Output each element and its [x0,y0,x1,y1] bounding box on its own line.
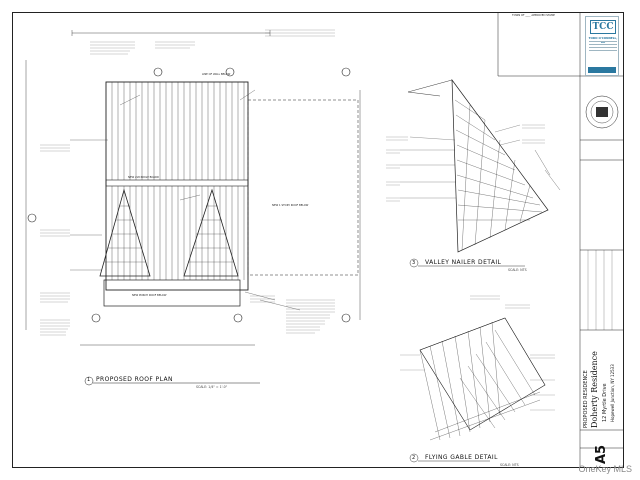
valley-nailer-detail [386,78,561,268]
drawing-sheet [12,12,624,468]
label-1-story-roof: NEW 1 STORY ROOF BELOW [272,204,309,207]
mls-watermark: OneKey MLS [578,464,632,474]
detail-3-scale: SCALE: NTS [508,268,527,272]
firm-logo-mark: TCC [590,20,616,34]
label-porch-roof: NEW PORCH ROOF BELOW [132,294,167,297]
detail-2-title: FLYING GABLE DETAIL [425,454,498,461]
project-town: Hopewell Junction, NY 12533 [610,364,615,422]
project-label: PROPOSED RESIDENCE [583,370,589,428]
sheet-number: A5 [594,444,609,464]
title-block [497,12,624,468]
detail-1-number: 1 [87,377,91,383]
detail-1-tag [84,376,260,386]
detail-1-scale: SCALE: 1/4" = 1'-0" [196,385,228,389]
project-address: 12 Myrtle Drive [602,383,608,422]
detail-1-title: PROPOSED ROOF PLAN [96,376,173,383]
firm-logo-bar [588,67,616,73]
firm-logo: TCC TODD O'CONNELL, RA [585,16,619,76]
firm-contact-lines [589,41,617,53]
project-name: Doherty Residence [590,351,599,428]
detail-2-number: 2 [412,455,416,461]
firm-name: TODD O'CONNELL, RA [588,36,618,44]
label-wall-below: LINE OF WALL BELOW [202,73,231,76]
detail-2-scale: SCALE: NTS [500,463,519,467]
detail-3-title: VALLEY NAILER DETAIL [425,259,502,266]
roof-plan [25,29,361,346]
approval-stamp-note: TOWN OF ____ APPROVED STAMP [512,14,555,17]
detail-3-number: 3 [412,260,416,266]
flying-gable-detail [400,295,555,463]
label-ridge-board: NEW 2x8 RIDGE BOARD [128,176,159,179]
